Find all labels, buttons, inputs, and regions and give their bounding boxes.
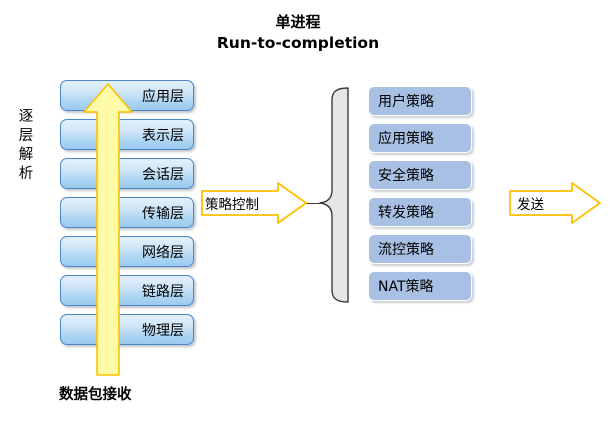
osi-layer-label: 链路层 <box>142 283 184 300</box>
policy-list: 用户策略 应用策略 安全策略 转发策略 流控策略 NAT策略 <box>368 86 478 304</box>
policy-label: 安全策略 <box>378 168 434 184</box>
policy-group-brace-icon <box>318 86 350 304</box>
upward-arrow-label: 逐 层 解 析 <box>0 108 52 184</box>
title-line-chinese: 单进程 <box>275 13 321 31</box>
policy-label: 应用策略 <box>378 131 434 147</box>
osi-layer-box-transport[interactable]: 传输层 <box>60 197 194 228</box>
policy-box-application[interactable]: 应用策略 <box>368 123 472 153</box>
arrow-label-char-3: 解 <box>18 147 34 163</box>
policy-box-user[interactable]: 用户策略 <box>368 86 472 116</box>
policy-label: NAT策略 <box>378 279 434 295</box>
policy-box-forwarding[interactable]: 转发策略 <box>368 197 472 227</box>
title-line-english: Run-to-completion <box>216 34 380 52</box>
policy-label: 用户策略 <box>378 94 434 110</box>
policy-control-arrow-label: 策略控制 <box>205 197 259 213</box>
upward-parse-arrow-icon <box>82 82 134 377</box>
osi-layer-label: 网络层 <box>142 244 184 261</box>
osi-layer-label: 会话层 <box>142 166 184 183</box>
send-arrow-label: 发送 <box>517 197 544 213</box>
osi-layer-box-physical[interactable]: 物理层 <box>60 314 194 345</box>
osi-layer-label: 传输层 <box>142 205 184 222</box>
diagram-title: 单进程 Run-to-completion <box>148 12 448 54</box>
osi-layer-stack: 应用层 表示层 会话层 传输层 网络层 链路层 物理层 <box>60 80 198 346</box>
arrow-brace-connector-line <box>303 203 329 204</box>
arrow-label-char-1: 逐 <box>18 109 34 125</box>
osi-layer-box-presentation[interactable]: 表示层 <box>60 119 194 150</box>
policy-label: 流控策略 <box>378 242 434 258</box>
policy-box-flow-control[interactable]: 流控策略 <box>368 234 472 264</box>
osi-layer-label: 物理层 <box>142 322 184 339</box>
arrow-label-char-4: 析 <box>18 166 34 182</box>
osi-layer-label: 表示层 <box>142 127 184 144</box>
arrow-label-char-2: 层 <box>18 128 34 144</box>
policy-label: 转发策略 <box>378 205 434 221</box>
osi-layer-label: 应用层 <box>142 88 184 105</box>
policy-box-nat[interactable]: NAT策略 <box>368 271 472 301</box>
osi-layer-box-datalink[interactable]: 链路层 <box>60 275 194 306</box>
packet-receive-caption: 数据包接收 <box>59 387 132 403</box>
policy-box-security[interactable]: 安全策略 <box>368 160 472 190</box>
osi-layer-box-network[interactable]: 网络层 <box>60 236 194 267</box>
policy-control-arrow-icon: 策略控制 <box>200 181 308 225</box>
osi-layer-box-session[interactable]: 会话层 <box>60 158 194 189</box>
send-arrow-icon: 发送 <box>508 181 602 225</box>
